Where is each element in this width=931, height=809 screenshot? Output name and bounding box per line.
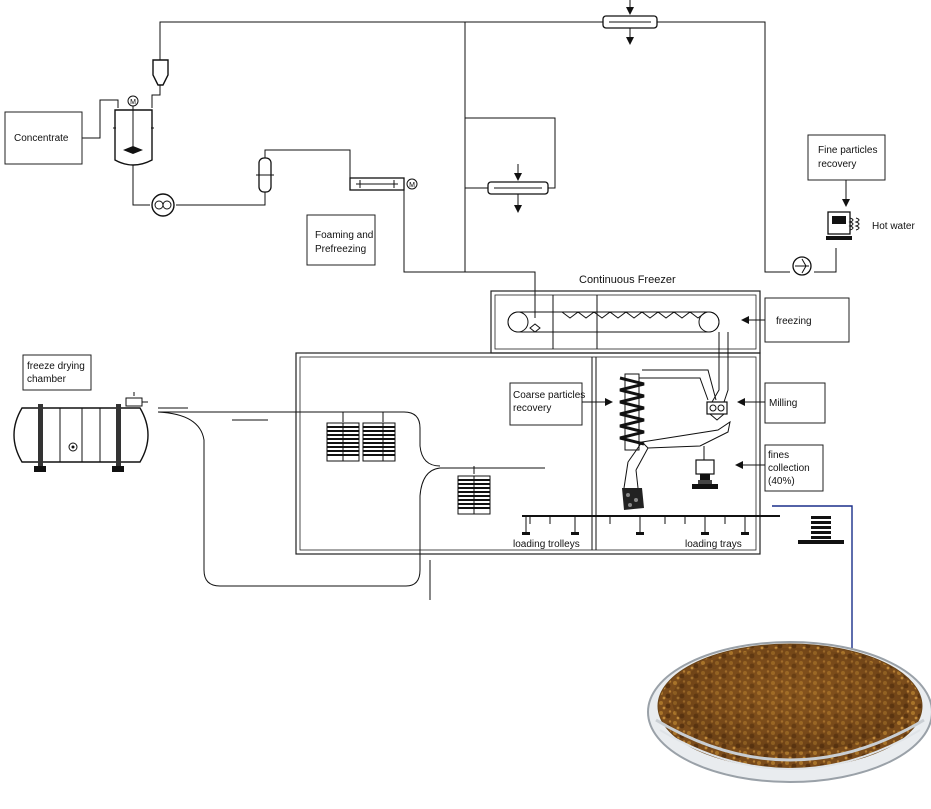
loading-rail: loading trolleys loading trays <box>513 515 780 550</box>
coarse-particles-label: Coarse particles <box>513 390 585 401</box>
motor-icon <box>127 95 139 107</box>
freeze-drying-chamber-label: freeze drying chamber <box>22 354 92 391</box>
fine-recovery-label: Fine particles <box>818 145 877 156</box>
hot-water-label: Hot water <box>872 221 915 232</box>
fines-label: fines <box>768 450 789 461</box>
sieve-classifier <box>622 420 731 510</box>
hopper <box>152 59 169 86</box>
scraped-surface-exchanger: M <box>349 177 418 191</box>
collection-label: collection <box>768 463 810 474</box>
product-link <box>772 505 853 650</box>
screw-conveyor <box>619 373 645 451</box>
freeze-drying-label: freeze drying <box>27 361 85 372</box>
continuous-freezer-label: Continuous Freezer <box>579 274 676 286</box>
top-heat-exchanger <box>602 0 658 45</box>
circulation-pump <box>792 256 812 276</box>
continuous-freezer: Continuous Freezer <box>490 274 761 354</box>
foaming-label: Foaming and <box>315 230 373 241</box>
trolley-rack-1 <box>326 422 360 462</box>
freezing-box: freezing <box>741 297 850 343</box>
tray-stack <box>772 515 844 544</box>
foaming-prefreezing-box: Foaming and Prefreezing <box>306 214 376 266</box>
milling-label: Milling <box>769 398 797 409</box>
top-piping <box>82 21 837 318</box>
concentrate-box: Concentrate <box>4 111 83 165</box>
fines-collection-box: fines collection (40%) <box>735 444 824 492</box>
trolley-track <box>157 407 545 600</box>
processing-housing <box>295 352 761 555</box>
belt-discharge <box>632 332 729 421</box>
gas-vessel <box>256 157 274 193</box>
trolley-rack-2 <box>362 422 396 462</box>
milling-box: Milling <box>737 382 826 424</box>
coarse-recovery-label: recovery <box>513 403 551 414</box>
loading-trays-label: loading trays <box>685 539 742 550</box>
feed-pump <box>151 193 175 217</box>
freezing-label: freezing <box>776 316 812 327</box>
mixing-tank: M <box>113 95 154 166</box>
trolley-rack-3 <box>457 475 491 515</box>
fine-particles-recovery-box: Fine particles recovery <box>807 134 886 207</box>
svg-text:M: M <box>130 99 136 106</box>
loading-trolleys-label: loading trolleys <box>513 539 580 550</box>
chamber-label: chamber <box>27 374 67 385</box>
middle-heat-exchanger <box>487 164 549 213</box>
fines-percent-label: (40%) <box>768 476 795 487</box>
coarse-particles-recovery-box: Coarse particles recovery <box>509 382 613 426</box>
prefreezing-label: Prefreezing <box>315 244 366 255</box>
hot-water-unit: Hot water <box>826 211 915 240</box>
coffee-granules-dish <box>647 641 931 783</box>
freeze-drying-chamber <box>13 392 149 472</box>
recovery-label: recovery <box>818 159 856 170</box>
concentrate-label: Concentrate <box>14 133 69 144</box>
svg-text:M: M <box>409 182 415 189</box>
exchanger-motor-icon <box>406 178 418 190</box>
